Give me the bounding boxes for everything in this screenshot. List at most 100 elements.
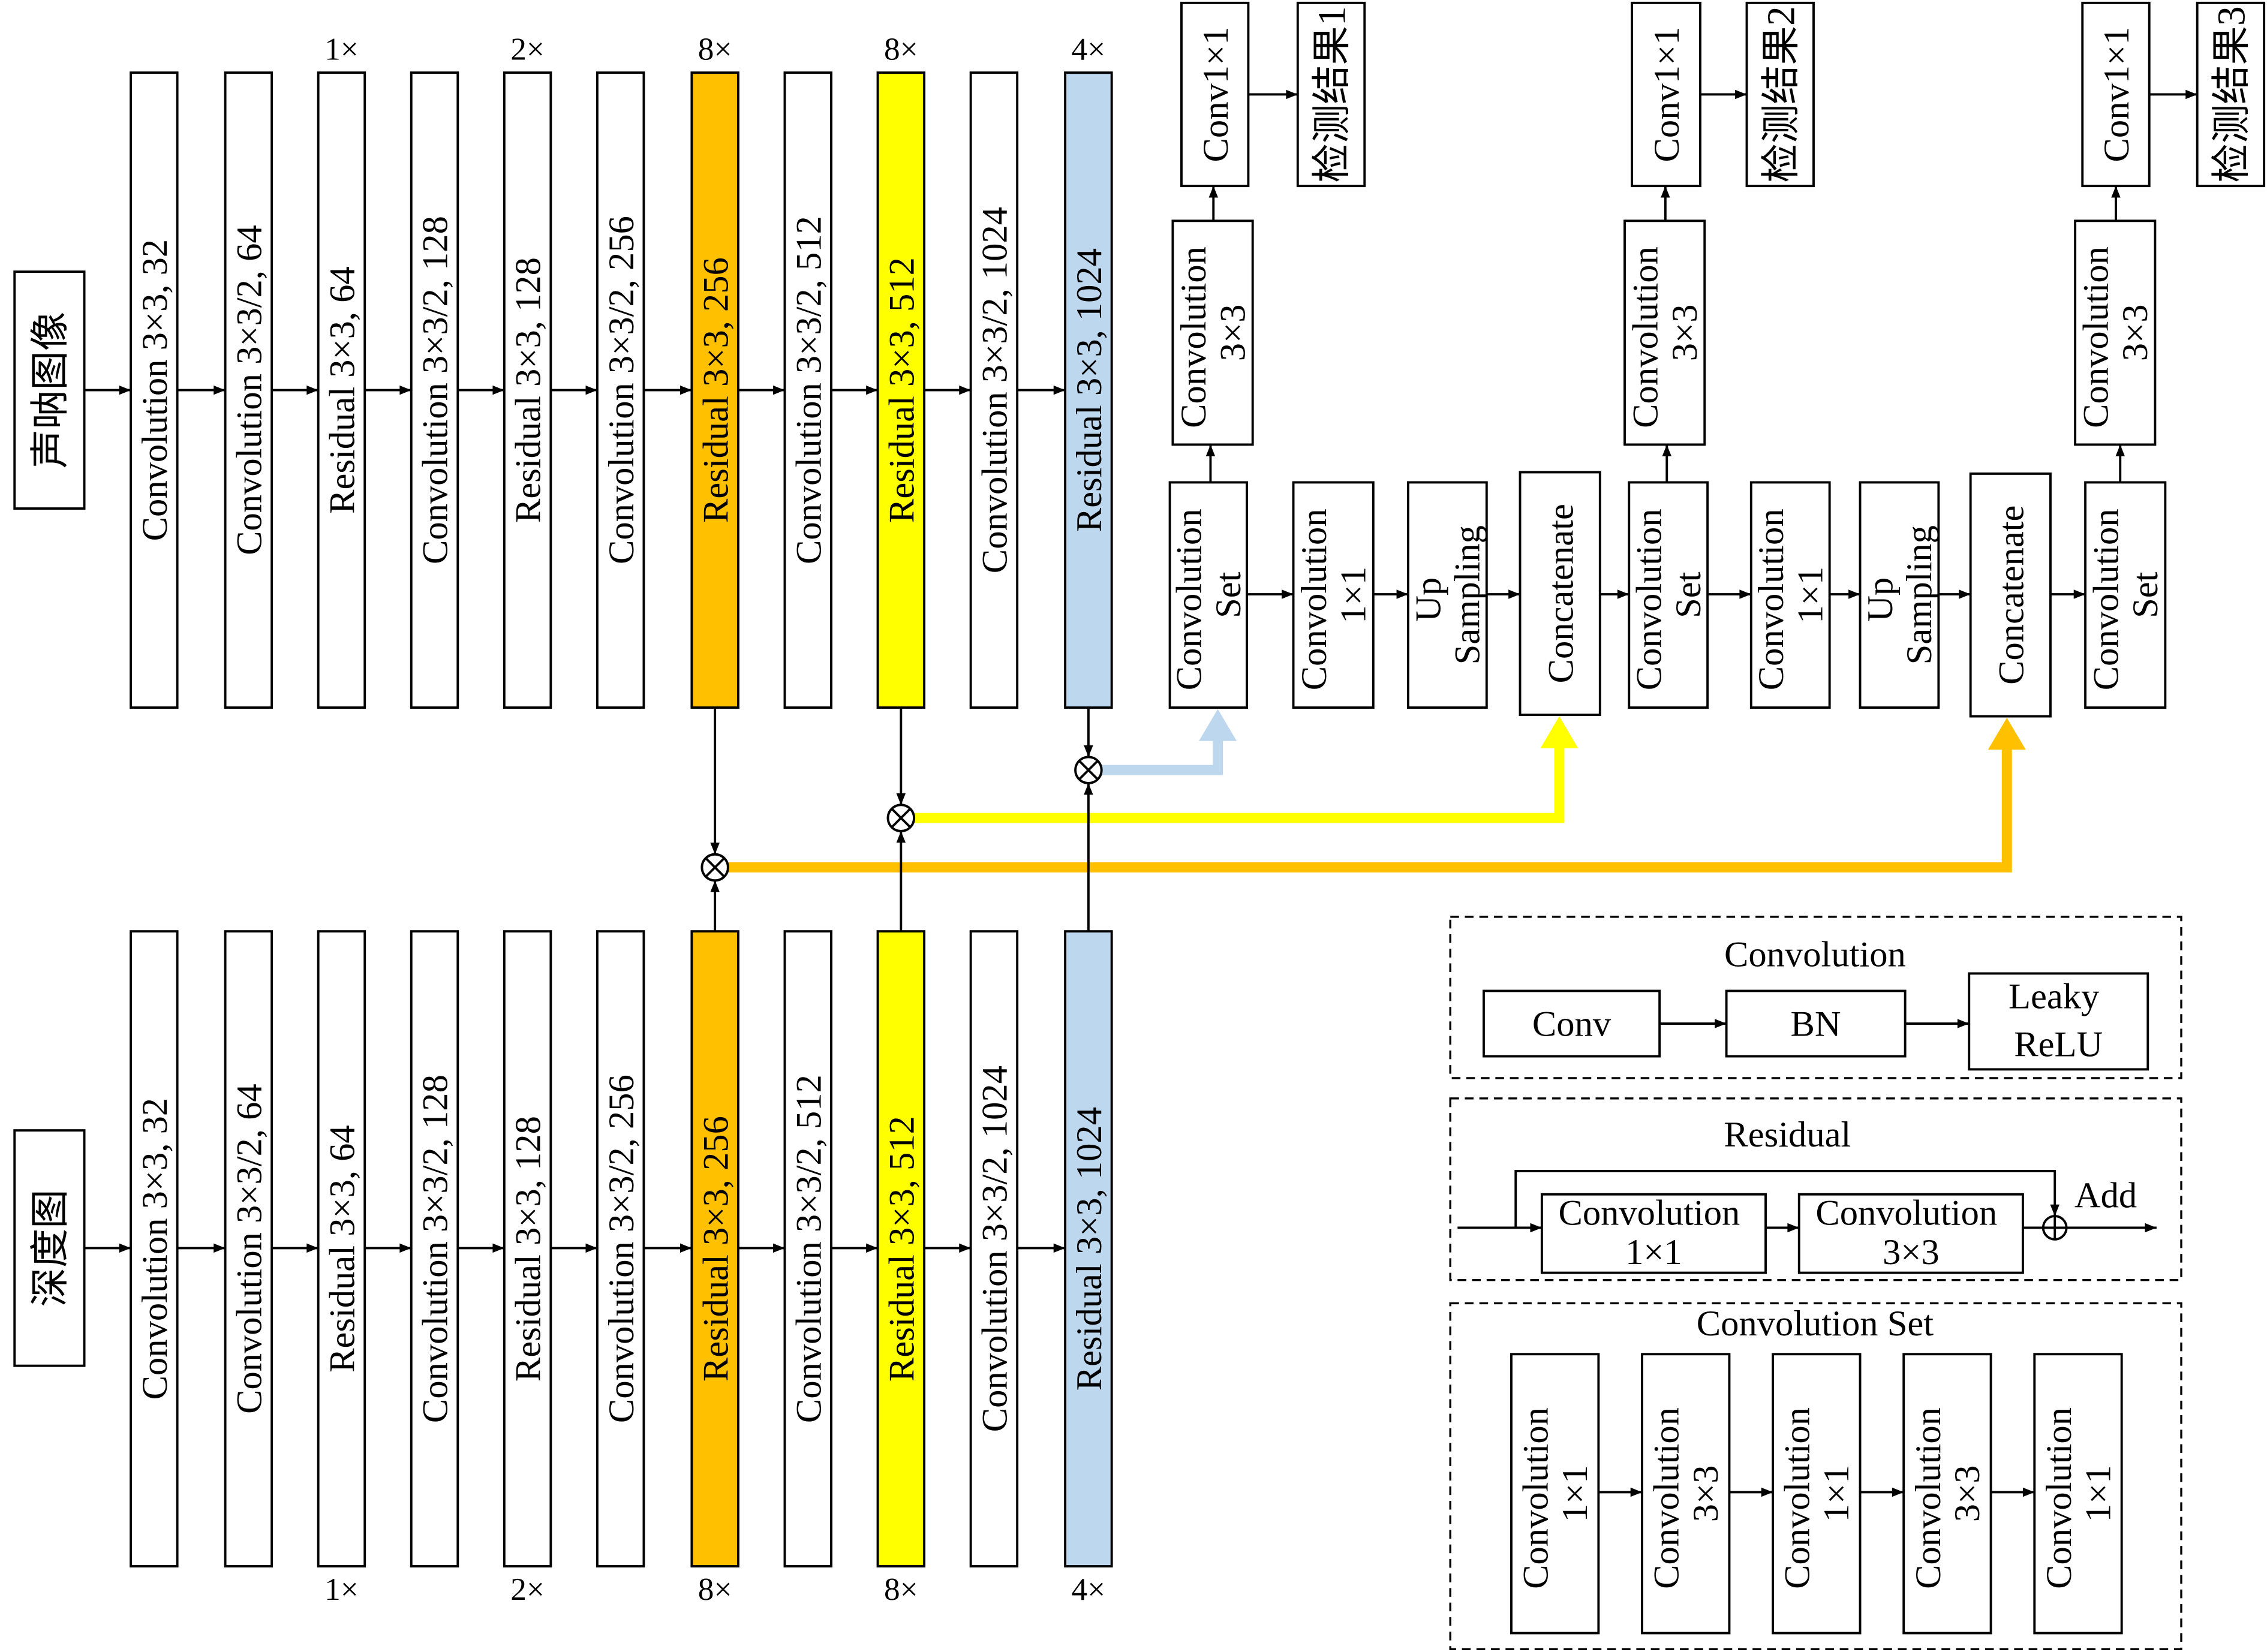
convolution-1x1-label: Convolution 1×1 (1751, 499, 1830, 690)
convolution-set-label: Convolution Set (1629, 499, 1709, 690)
convolution-3x3-label: Convolution 3×3 (2076, 237, 2155, 428)
label-line: 1×1 (1791, 567, 1831, 624)
convolution-set-label: Convolution Set (2086, 499, 2166, 690)
block-box-scale-512 (876, 930, 926, 1567)
block-box (317, 930, 366, 1567)
up-sampling-box (1407, 481, 1488, 709)
label-line: Convolution (2039, 1407, 2079, 1589)
label-line: Convolution (1174, 246, 1214, 428)
block-label: Convolution 3×3/2, 256 (602, 216, 642, 564)
label-line: Convolution (1908, 1407, 1949, 1589)
convolution-1x1-label: Convolution 1×1 (1558, 1193, 1749, 1272)
conv1x1-box (1180, 1, 1250, 188)
block-label: Convolution 3×3, 32 (135, 239, 175, 541)
sonar-input-box (13, 270, 86, 510)
block-box (130, 930, 179, 1567)
label-line: 3×3 (1213, 305, 1253, 362)
concatenate-label: Concatenate (1991, 505, 2031, 685)
block-label: Convolution 3×3/2, 512 (789, 216, 829, 564)
block-label: Convolution 3×3/2, 64 (229, 225, 269, 555)
repeat-label: 8× (698, 1572, 732, 1607)
block-label: Residual 3×3, 128 (509, 1116, 549, 1382)
label-line: Set (2125, 571, 2166, 618)
label-line: 3×3 (1686, 1466, 1726, 1522)
fusion-arrowhead-1024 (1199, 709, 1237, 741)
circled-times-icon (700, 853, 729, 882)
block-label: Residual 3×3, 128 (509, 257, 549, 523)
legend-frame (1449, 916, 2182, 1079)
block-box (596, 71, 645, 709)
block-label: Residual 3×3, 64 (323, 266, 363, 514)
label-line: Up (1860, 577, 1901, 622)
up-sampling-box (1859, 481, 1940, 709)
convolution-1x1-label: Convolution 1×1 (1516, 1398, 1595, 1589)
result-label: 检测结果2 (1760, 6, 1803, 182)
block-label: Convolution 3×3/2, 64 (229, 1084, 269, 1414)
convolution-set-label: Convolution Set (1169, 499, 1249, 690)
fusion-arrowhead-512 (1540, 716, 1579, 748)
convolution-3x3-box (1641, 1353, 1731, 1635)
label-line: Leaky (2009, 977, 2100, 1017)
label-line: ReLU (2014, 1025, 2103, 1065)
repeat-label: 8× (884, 31, 918, 67)
block-label: Residual 3×3, 512 (882, 1116, 922, 1382)
block-box (224, 930, 273, 1567)
legend-frame (1449, 1302, 2182, 1650)
circled-times-icon (886, 804, 916, 832)
label-line: Convolution (1751, 508, 1791, 690)
convolution-3x3-box (1171, 219, 1254, 446)
legend-convolution-set: Convolution Set Convolution 1×1 Convolut… (1449, 1302, 2182, 1650)
repeat-label: 8× (698, 31, 732, 67)
label-line: 3×3 (1665, 305, 1705, 362)
result-box (1296, 1, 1366, 188)
block-label: Residual 3×3, 1024 (1069, 1107, 1110, 1391)
convolution-1x1-label: Convolution 1×1 (1294, 499, 1373, 690)
block-box (224, 71, 273, 709)
block-label: Residual 3×3, 512 (882, 257, 922, 523)
detection-head: Convolution Set Convolution 3×3 Conv1×1 … (1168, 1, 2266, 718)
repeat-label: 2× (510, 31, 545, 67)
circled-times-icon (1074, 756, 1103, 784)
convolution-3x3-label: Convolution 3×3 (1647, 1398, 1726, 1589)
legend-title: Residual (1724, 1115, 1851, 1155)
label-line: 3×3 (2115, 305, 2155, 362)
label-line: 1×1 (1625, 1232, 1682, 1272)
fusion-arrowhead-256 (1988, 717, 2026, 750)
label-line: 3×3 (1883, 1232, 1940, 1272)
convolution-1x1-label: Convolution 1×1 (2039, 1398, 2118, 1589)
up-sampling-label: Up Sampling (1860, 525, 1940, 664)
depth-backbone: 深度图 Convolution 3×3, 32 Convolution 3×3/… (13, 930, 1113, 1607)
label-line: 1×1 (1817, 1466, 1857, 1522)
block-box (503, 930, 552, 1567)
label-line: Convolution (1294, 508, 1334, 690)
convolution-3x3-box (2074, 219, 2157, 446)
convolution-1x1-box (2033, 1353, 2123, 1635)
depth-input-label: 深度图 (29, 1189, 72, 1307)
block-label: Residual 3×3, 1024 (1069, 248, 1110, 532)
circled-plus-icon (2041, 1215, 2068, 1241)
convolution-1x1-box (1540, 1193, 1767, 1274)
block-label: Residual 3×3, 256 (696, 1116, 736, 1382)
repeat-label: 4× (1072, 31, 1106, 67)
label-line: Up (1408, 577, 1448, 622)
fusion-paths (700, 708, 2026, 932)
legend-title: Convolution (1724, 934, 1906, 974)
label-line: Sampling (1899, 525, 1940, 664)
repeat-label: 8× (884, 1572, 918, 1607)
block-box-scale-512 (876, 71, 926, 709)
repeat-label: 1× (324, 1572, 359, 1607)
conv-label: Conv (1532, 1004, 1611, 1045)
block-label: Convolution 3×3/2, 128 (416, 216, 456, 564)
sonar-input-label: 声呐图像 (29, 312, 72, 469)
conv-box (1483, 989, 1661, 1058)
sonar-backbone: 声呐图像 Convolution 3×3, 32 Convolution 3×3… (13, 31, 1113, 709)
legend-frame (1449, 1097, 2182, 1281)
label-line: Set (1668, 571, 1709, 618)
depth-input-box (13, 1129, 86, 1367)
block-label: Convolution 3×3/2, 512 (789, 1075, 829, 1423)
block-label: Convolution 3×3/2, 1024 (975, 1066, 1015, 1432)
bn-label: BN (1791, 1004, 1841, 1045)
fusion-path-1024 (1101, 738, 1223, 775)
block-box-scale-1024 (1064, 71, 1113, 709)
